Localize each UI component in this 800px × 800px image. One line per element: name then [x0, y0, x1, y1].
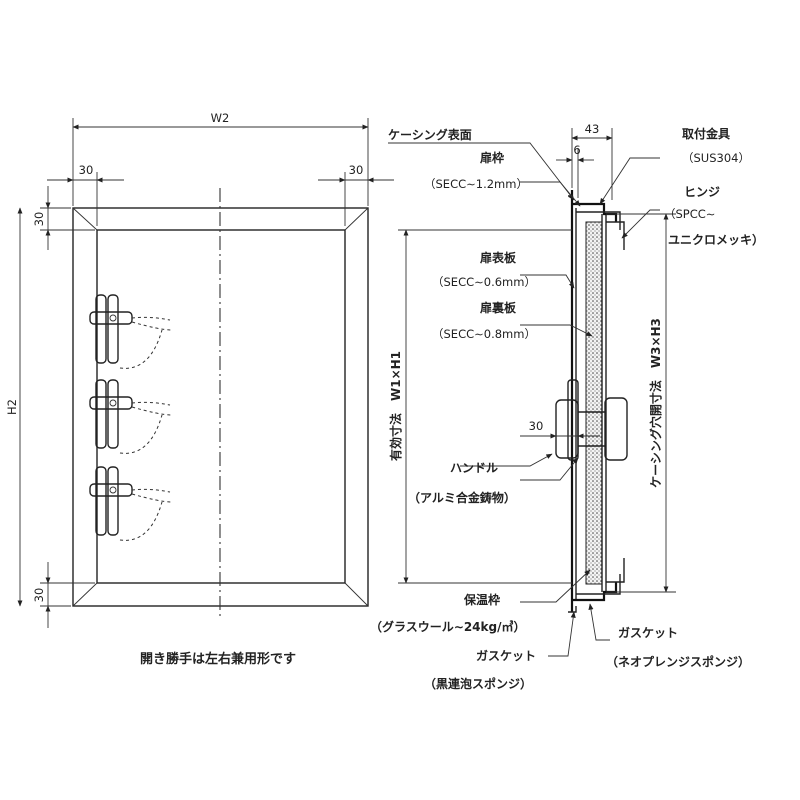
insulation	[585, 221, 603, 585]
opening-note: 開き勝手は左右兼用形です	[140, 651, 296, 667]
label-door-front-plate-spec: （SECC∼0.6mm）	[432, 275, 536, 289]
label-fitting-spec: （SUS304）	[682, 151, 750, 165]
latch-1	[89, 294, 173, 369]
label-fitting: 取付金具	[682, 126, 730, 141]
door-inner-panel	[96, 229, 346, 584]
dim-w2: W2	[211, 111, 230, 125]
label-handle: ハンドル	[450, 461, 498, 475]
dim-w3h3: ケーシング穴開寸法 W3×H3	[648, 318, 663, 488]
dim-30-top-left: 30	[79, 163, 94, 177]
label-hinge: ヒンジ	[684, 185, 720, 199]
latch-2	[89, 379, 173, 454]
dim-30-left-bottom: 30	[32, 588, 46, 603]
dim-43: 43	[585, 122, 600, 136]
label-gasket-2-spec: （ネオプレンジスポンジ）	[606, 654, 750, 669]
label-gasket-1: ガスケット	[476, 648, 536, 663]
dim-30-top-right: 30	[349, 163, 364, 177]
label-door-front-plate: 扉表板	[480, 250, 517, 265]
dim-6: 6	[573, 143, 580, 157]
dim-30-handle: 30	[529, 419, 544, 433]
label-hinge-spec-1: （SPCC∼	[664, 207, 715, 221]
side-view: 43 6 有効寸法 W1×H1 ケーシング穴開寸法 W3×H3 30	[370, 122, 764, 691]
latch-3	[89, 466, 173, 541]
label-casing-surface: ケーシング表面	[388, 127, 472, 142]
label-door-back-plate: 扉裏板	[480, 300, 517, 315]
dim-w1h1: 有効寸法 W1×H1	[388, 351, 403, 461]
label-door-frame: 扉枠	[480, 150, 504, 165]
dim-30-left-top: 30	[32, 212, 46, 227]
label-insulation-frame: 保温枠	[463, 592, 500, 607]
dim-h2: H2	[5, 399, 19, 415]
label-door-frame-spec: （SECC∼1.2mm）	[424, 177, 528, 191]
label-insulation-spec: （グラスウール∼24kg/㎥）	[370, 619, 525, 634]
label-gasket-1-spec: （黒連泡スポンジ）	[424, 676, 532, 691]
handle-section	[555, 379, 628, 461]
front-view: W2 30 30 H2 30 30	[5, 111, 394, 667]
label-handle-spec: （アルミ合金鋳物）	[408, 490, 516, 505]
label-door-back-plate-spec: （SECC∼0.8mm）	[432, 327, 536, 341]
label-hinge-spec-2: ユニクロメッキ）	[668, 232, 764, 247]
label-gasket-2: ガスケット	[618, 625, 678, 640]
